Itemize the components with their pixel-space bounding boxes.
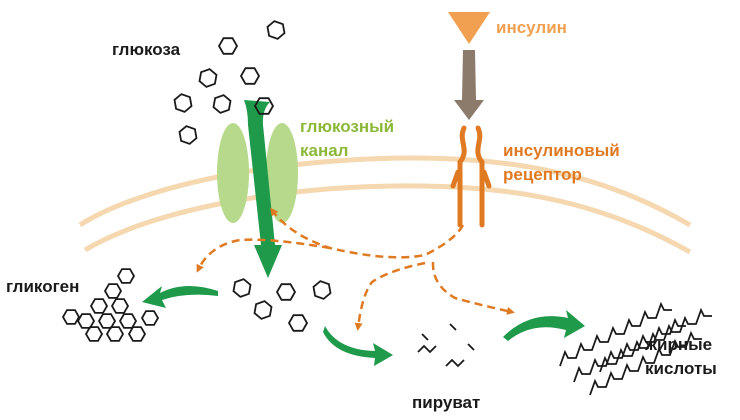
hexagon-molecule xyxy=(275,283,297,301)
hexagon-molecule xyxy=(97,313,117,329)
glucose-entry-arrow xyxy=(244,100,282,278)
hexagon-molecule xyxy=(266,20,286,40)
receptor-label-line2: рецептор xyxy=(503,165,582,184)
glucose-molecules xyxy=(173,20,332,332)
fatty-acid-chain xyxy=(573,317,686,383)
hexagon-molecule xyxy=(232,278,252,298)
hexagon-molecule xyxy=(253,97,275,115)
glycogen-molecule xyxy=(61,268,160,342)
cell-membrane xyxy=(78,155,692,255)
hexagon-molecule xyxy=(239,67,261,85)
hexagon-molecule xyxy=(198,68,218,88)
hexagon-molecule xyxy=(76,313,96,329)
pyruvate-molecules xyxy=(417,323,475,368)
pyruvate-molecule xyxy=(421,333,429,341)
receptor-label-line1: инсулиновый xyxy=(503,141,620,160)
pyruvate-arrow xyxy=(323,326,393,366)
hexagon-molecule xyxy=(127,326,147,342)
pyruvate-label: пируват xyxy=(412,393,481,412)
hexagon-molecule xyxy=(140,310,160,326)
hexagon-molecule xyxy=(84,326,104,342)
hexagon-molecule xyxy=(217,37,239,55)
fatty-acids-arrow xyxy=(503,310,585,341)
hexagon-molecule xyxy=(89,298,109,314)
pyruvate-molecule xyxy=(417,344,437,354)
hexagon-molecule xyxy=(118,313,138,329)
hexagon-molecule xyxy=(116,268,136,284)
fatty-acid-chains xyxy=(559,301,712,396)
insulin-receptor xyxy=(450,125,492,228)
pyruvate-molecule xyxy=(467,343,475,351)
fatty-acid-chain xyxy=(589,330,702,396)
glucose-channel-label-line2: канал xyxy=(300,141,349,160)
glycogen-arrow xyxy=(142,285,218,308)
fatty-acids-label-line1: жирные xyxy=(645,335,713,354)
signaling-arrows xyxy=(196,207,515,331)
insulin-triangle-icon xyxy=(448,12,490,44)
hexagon-molecule xyxy=(61,309,81,325)
insulin-label: инсулин xyxy=(496,18,567,37)
hexagon-molecule xyxy=(312,280,332,300)
hexagon-molecule xyxy=(178,125,198,145)
glycogen-label: гликоген xyxy=(6,277,80,296)
hexagon-molecule xyxy=(287,314,309,332)
hexagon-molecule xyxy=(110,298,130,314)
hexagon-molecule xyxy=(253,300,273,320)
hexagon-molecule xyxy=(105,326,125,342)
hexagon-molecule xyxy=(103,283,123,299)
fatty-acid-chain xyxy=(559,301,672,367)
pyruvate-molecule xyxy=(449,323,457,331)
insulin-binding-arrow xyxy=(454,50,484,120)
hexagon-molecule xyxy=(212,94,232,114)
fatty-acid-chain xyxy=(599,307,712,373)
glucose-channel xyxy=(217,123,298,223)
glucose-label: глюкоза xyxy=(112,40,181,59)
hexagon-molecule xyxy=(173,93,193,113)
glucose-channel-label-line1: глюкозный xyxy=(300,117,395,136)
fatty-acids-label-line2: кислоты xyxy=(645,359,717,378)
pyruvate-molecule xyxy=(445,358,465,368)
